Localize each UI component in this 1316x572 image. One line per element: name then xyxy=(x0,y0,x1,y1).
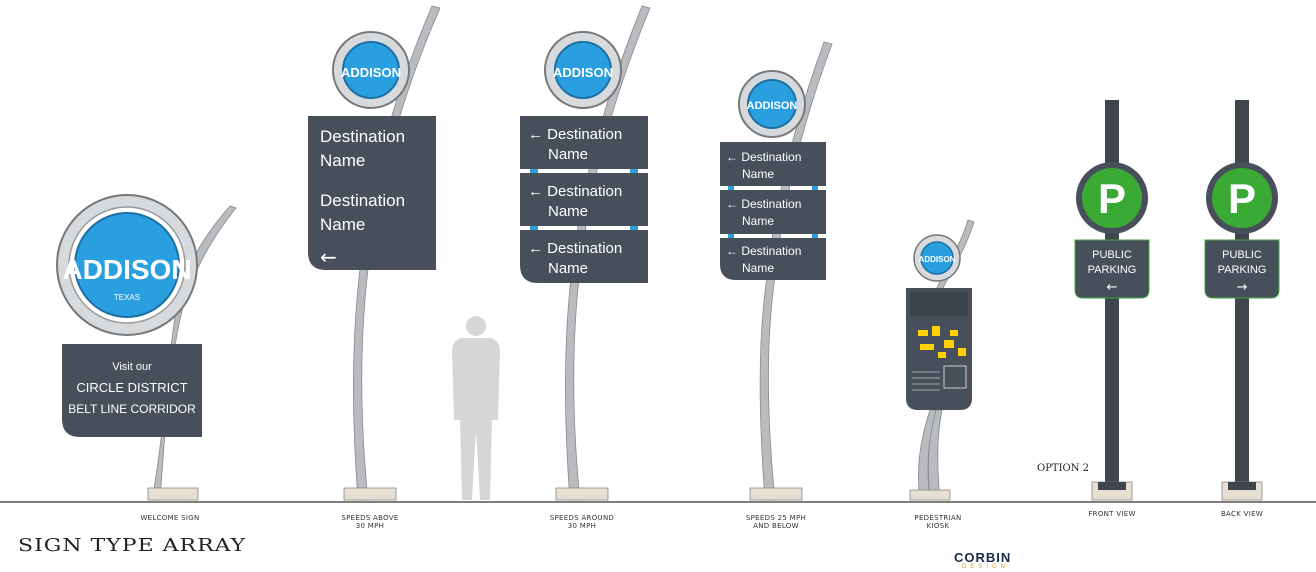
parking-back-arrow: → xyxy=(1237,280,1248,295)
sign-speeds-25: ADDISON ← Destination Name ← Destination… xyxy=(720,41,833,501)
above30-arrow: ← xyxy=(320,245,337,269)
welcome-sub: TEXAS xyxy=(114,293,140,302)
welcome-brand: ADDISON xyxy=(62,254,191,285)
caption-kiosk: Pedestrian Kiosk xyxy=(914,514,962,530)
welcome-line1: Visit our xyxy=(112,361,152,373)
above30-dest1b: Name xyxy=(320,151,365,170)
person-silhouette xyxy=(452,316,500,500)
s25-row2a: ← Destination xyxy=(726,197,801,211)
s25-row1b: Name xyxy=(742,167,774,181)
caption-above30: Speeds above 30 mph xyxy=(341,514,399,530)
caption-around30: Speeds around 30 mph xyxy=(549,514,615,530)
welcome-sign: ADDISON TEXAS Visit our CIRCLE DISTRICT … xyxy=(56,194,237,501)
parking-back-letter: P xyxy=(1228,175,1256,222)
pedestrian-kiosk: ADDISON xyxy=(906,219,975,501)
around30-row1a: ← Destination xyxy=(528,126,622,143)
corbin-logo-sub: DESIGN xyxy=(962,564,1010,570)
sign-speeds-above-30: ADDISON Destination Name Destination Nam… xyxy=(308,5,441,501)
caption-back: Back View xyxy=(1220,510,1264,518)
parking-sign-back: P PUBLIC PARKING → xyxy=(1204,100,1280,501)
s25-row1a: ← Destination xyxy=(726,150,801,164)
option-label: Option 2 xyxy=(1037,463,1090,474)
parking-front-line1: PUBLIC xyxy=(1092,249,1132,261)
page-title: Sign Type Array xyxy=(18,536,247,556)
corbin-logo: CORBIN xyxy=(954,550,1012,565)
parking-front-line2: PARKING xyxy=(1088,264,1137,276)
parking-front-letter: P xyxy=(1098,175,1126,222)
s25-row2b: Name xyxy=(742,214,774,228)
caption-25: Speeds 25 mph and below xyxy=(745,514,807,530)
kiosk-brand: ADDISON xyxy=(919,255,956,264)
welcome-line2: CIRCLE DISTRICT xyxy=(76,380,187,395)
around30-row3a: ← Destination xyxy=(528,240,622,257)
s25-row3b: Name xyxy=(742,261,774,275)
above30-brand: ADDISON xyxy=(341,65,401,80)
around30-row3b: Name xyxy=(548,260,588,277)
parking-back-line1: PUBLIC xyxy=(1222,249,1262,261)
parking-back-line2: PARKING xyxy=(1218,264,1267,276)
around30-brand: ADDISON xyxy=(553,65,613,80)
above30-dest2a: Destination xyxy=(320,191,405,210)
above30-dest1a: Destination xyxy=(320,127,405,146)
welcome-line3: BELT LINE CORRIDOR xyxy=(68,402,196,416)
parking-sign-front: P PUBLIC PARKING ← xyxy=(1074,100,1150,501)
above30-dest2b: Name xyxy=(320,215,365,234)
s25-brand: ADDISON xyxy=(747,100,798,112)
around30-row2a: ← Destination xyxy=(528,183,622,200)
sign-speeds-around-30: ADDISON ← Destination Name ← Destination… xyxy=(520,5,651,501)
s25-row3a: ← Destination xyxy=(726,244,801,258)
around30-row2b: Name xyxy=(548,203,588,220)
around30-row1b: Name xyxy=(548,146,588,163)
caption-welcome: Welcome Sign xyxy=(140,514,200,522)
caption-front: Front View xyxy=(1088,510,1136,518)
parking-front-arrow: ← xyxy=(1107,280,1118,295)
